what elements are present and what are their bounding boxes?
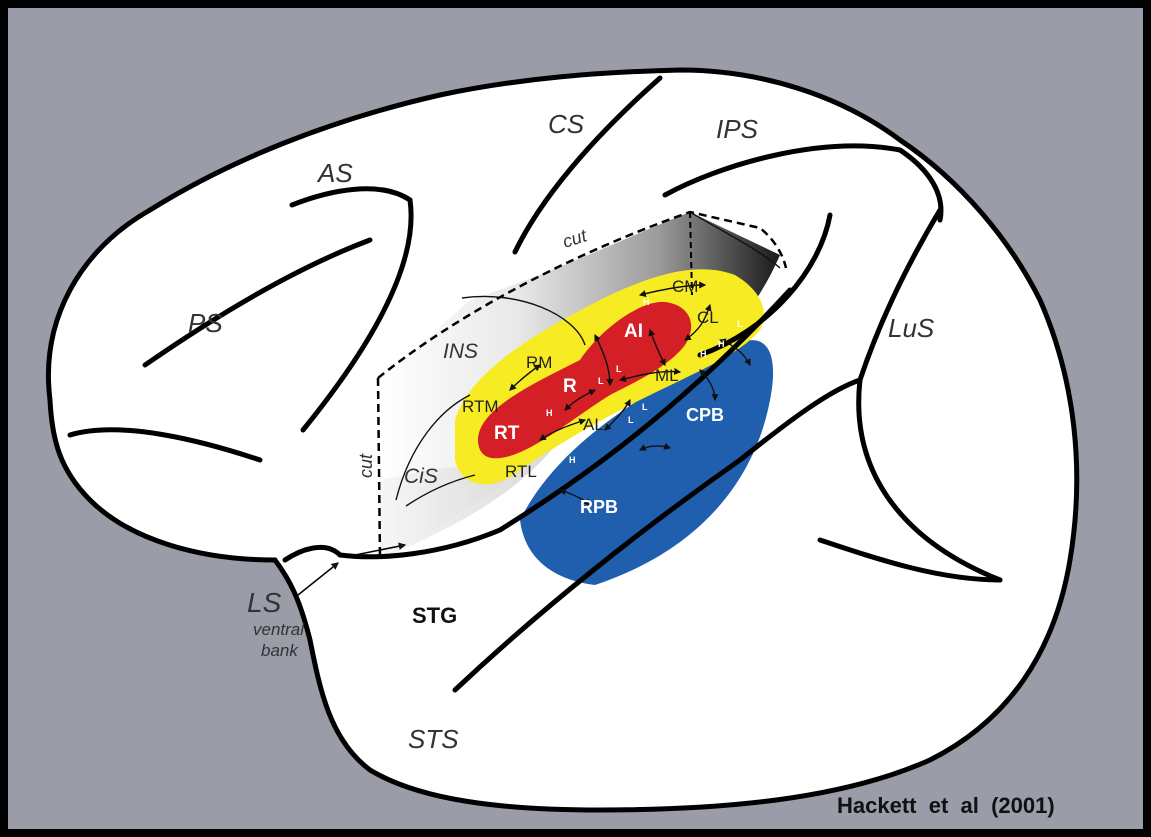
label-belt-rtm: RTM <box>462 397 499 416</box>
label-core-r: R <box>563 376 577 397</box>
label-parabelt-rpb: RPB <box>580 497 618 517</box>
mark-l-5: L <box>737 319 743 329</box>
label-core-ai: AI <box>624 321 643 342</box>
mark-h-3: H <box>569 455 576 465</box>
label-cs: CS <box>548 109 585 139</box>
label-parabelt-cpb: CPB <box>686 405 724 425</box>
mark-h-5: H <box>718 339 725 349</box>
mark-h-2: H <box>546 408 553 418</box>
label-belt-cl: CL <box>697 308 719 327</box>
label-ls-bank: bank <box>261 641 299 660</box>
label-ins: INS <box>443 340 478 363</box>
label-lus: LuS <box>888 313 935 343</box>
label-ips: IPS <box>716 114 759 144</box>
label-ps: PS <box>188 308 223 338</box>
label-cis: CiS <box>404 465 438 488</box>
label-as: AS <box>316 158 353 188</box>
mark-h-4: H <box>700 349 707 359</box>
label-ls-ventral: ventral <box>253 620 305 639</box>
label-cut-left: cut <box>356 453 376 478</box>
label-belt-cm: CM <box>672 277 698 296</box>
label-ls: LS <box>247 587 282 618</box>
mark-l-1: L <box>616 364 622 374</box>
label-core-rt: RT <box>494 423 520 444</box>
mark-h-1: H <box>643 297 650 307</box>
label-belt-al: AL <box>583 415 604 434</box>
label-belt-rtl: RTL <box>505 462 537 481</box>
label-sts: STS <box>408 724 459 754</box>
mark-l-3: L <box>628 415 634 425</box>
credit-text: Hackett et al (2001) <box>837 793 1055 818</box>
label-stg: STG <box>412 603 457 628</box>
mark-l-2: L <box>598 376 604 386</box>
label-belt-rm: RM <box>526 353 552 372</box>
mark-l-4: L <box>642 402 648 412</box>
label-belt-ml: ML <box>655 366 679 385</box>
